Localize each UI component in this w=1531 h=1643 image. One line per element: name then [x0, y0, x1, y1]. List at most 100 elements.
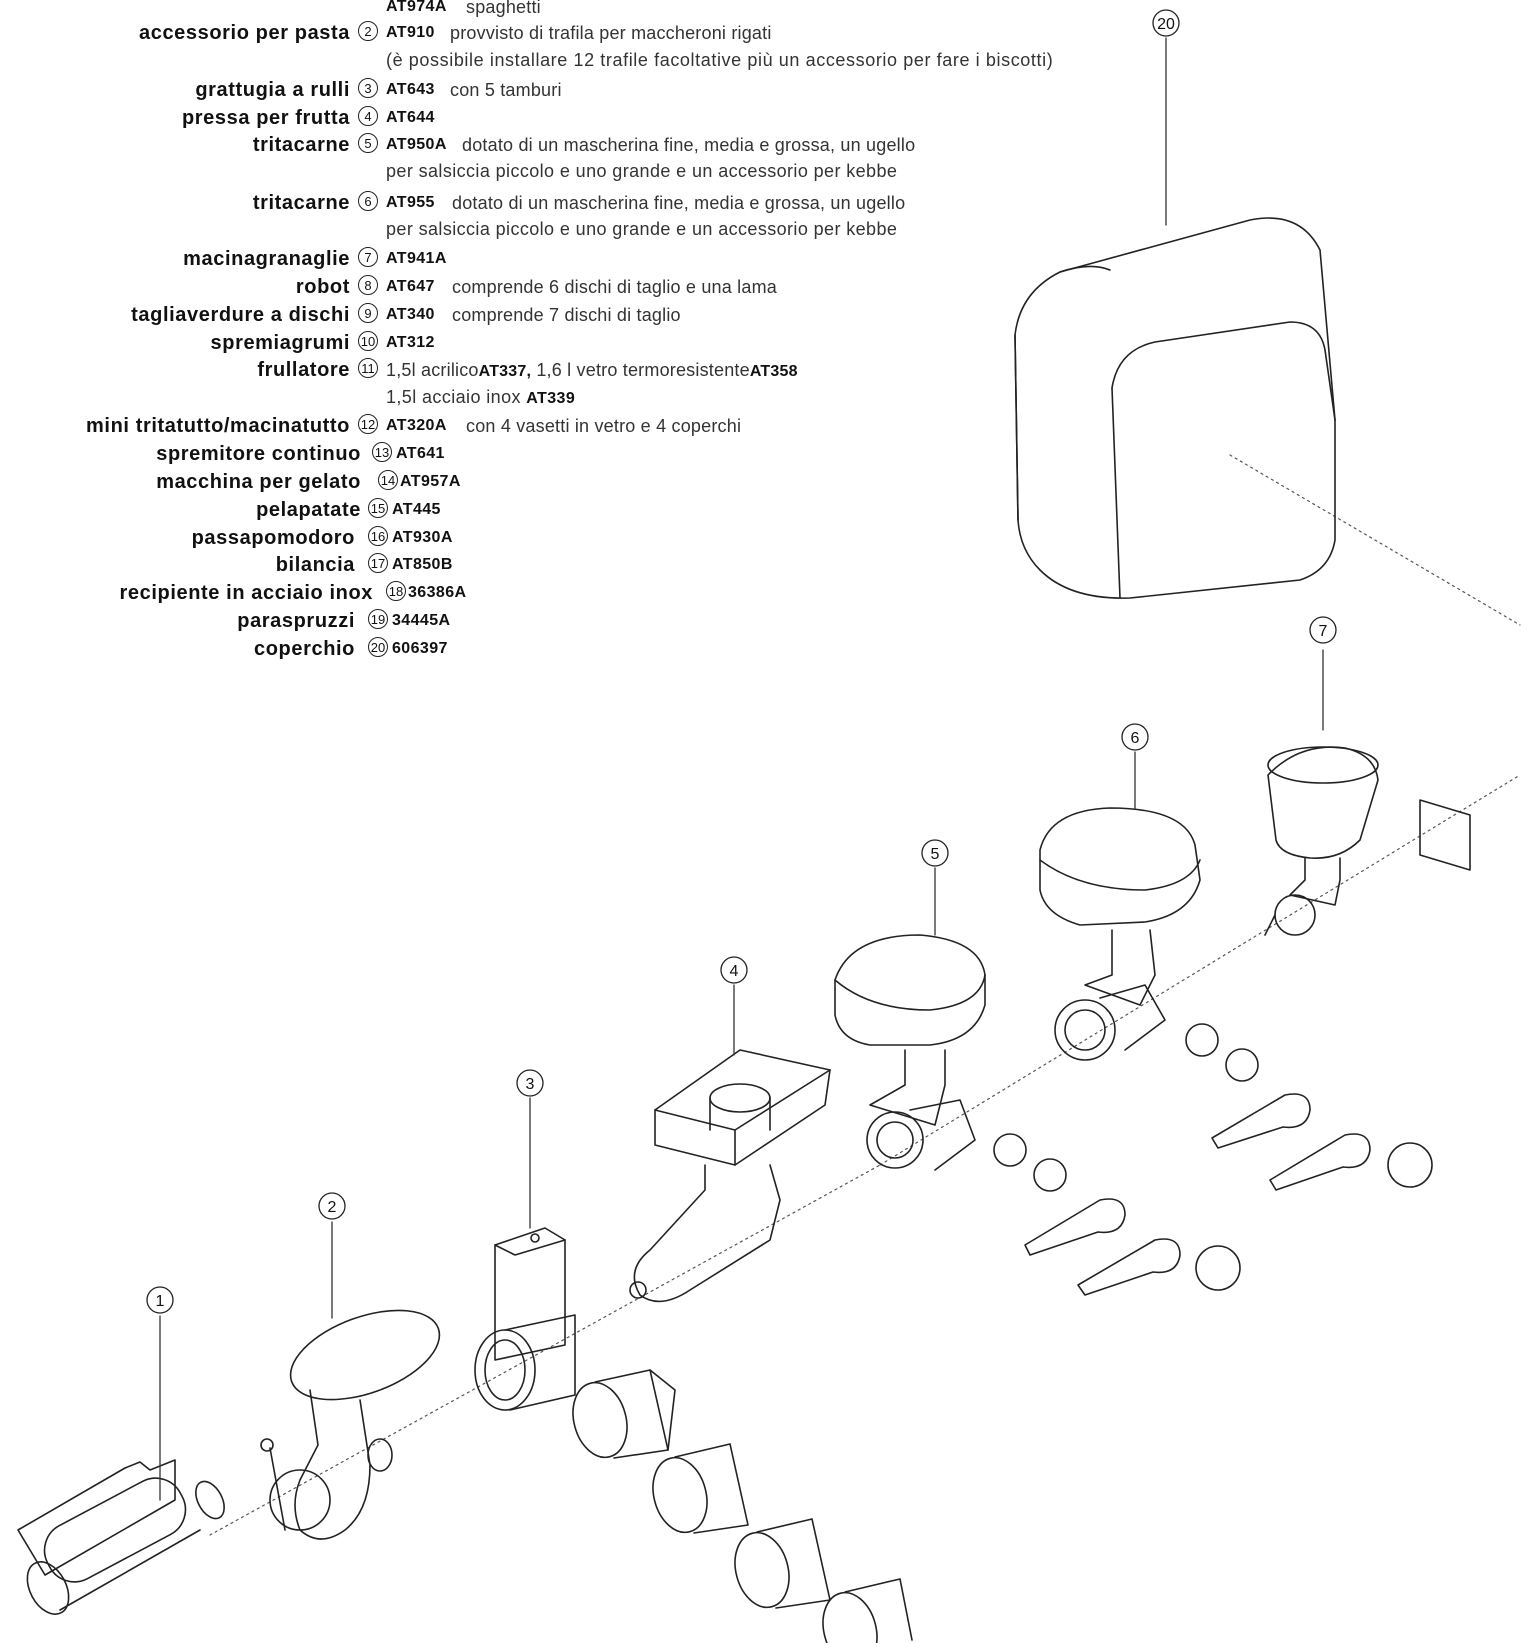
- callout-20-label: 20: [1157, 16, 1175, 33]
- item-number: 14: [378, 470, 398, 490]
- legend-row-mini-chopper: mini tritatutto/macinatutto 12 AT320A co…: [0, 413, 1531, 439]
- pasta-roller-illustration: [17, 1459, 225, 1615]
- item-label: paraspruzzi: [237, 610, 355, 632]
- item-code: AT850B: [392, 556, 453, 573]
- item-description: provvisto di trafila per maccheroni riga…: [450, 23, 772, 43]
- legend-row-blender: frullatore 11 1,5l acrilicoAT337, 1,6 l …: [0, 357, 1531, 383]
- item-description: con 5 tamburi: [450, 80, 562, 100]
- callout-1: 1: [146, 1286, 174, 1314]
- item-label: pelapatate: [256, 499, 361, 521]
- blender-glass: 1,6 l vetro termoresistente: [536, 360, 750, 380]
- item-number: 19: [368, 609, 388, 629]
- callout-2: 2: [318, 1192, 346, 1220]
- item-code: AT955: [386, 194, 435, 211]
- item-code: AT643: [386, 81, 435, 98]
- callout-3-label: 3: [526, 1076, 535, 1093]
- item-label: robot: [295, 276, 350, 298]
- item-description-continued: per salsiccia piccolo e uno grande e un …: [386, 161, 898, 181]
- item-code: 36386A: [408, 584, 467, 601]
- cover-illustration: [1014, 217, 1336, 599]
- item-code: AT941A: [386, 250, 447, 267]
- legend-row-splash-guard: paraspruzzi 19 34445A: [0, 608, 1531, 634]
- callout-20: 20: [1152, 9, 1180, 37]
- item-description: dotato di un mascherina fine, media e gr…: [462, 135, 916, 155]
- legend-row-mincer-6: tritacarne 6 AT955 dotato di un mascheri…: [0, 190, 1531, 216]
- mincer-5-illustration: [834, 934, 986, 1171]
- item-code-glass: AT358: [749, 363, 798, 380]
- grater-drums-illustration: [572, 1369, 913, 1643]
- legend-row-continuous-juicer: spremitore continuo 13 AT641: [0, 441, 1531, 467]
- item-number: 12: [358, 414, 378, 434]
- item-code: AT644: [386, 109, 435, 126]
- callout-4-label: 4: [730, 963, 739, 980]
- item-code-steel: AT339: [526, 390, 576, 407]
- item-description: dotato di un mascherina fine, media e gr…: [452, 193, 906, 213]
- item-code: AT647: [386, 278, 435, 295]
- item-number: 5: [358, 133, 378, 153]
- item-code: AT445: [392, 501, 441, 518]
- item-description-continued: 1,5l acciaio inox AT339: [386, 387, 575, 408]
- rotor-slicer-illustration: [474, 1227, 576, 1411]
- item-number: 11: [358, 358, 378, 378]
- item-code: AT312: [386, 334, 435, 351]
- fruit-press-illustration: [629, 1049, 831, 1303]
- item-number: 13: [372, 442, 392, 462]
- item-code: AT950A: [386, 136, 447, 153]
- item-label: accessorio per pasta: [139, 22, 350, 44]
- legend-row-tomato-press: passapomodoro 16 AT930A: [0, 525, 1531, 551]
- legend-row-grater: grattugia a rulli 3 AT643 con 5 tamburi: [0, 77, 1531, 103]
- item-number: 6: [358, 191, 378, 211]
- item-description: spaghetti: [466, 0, 541, 17]
- item-description: con 4 vasetti in vetro e 4 coperchi: [466, 416, 742, 436]
- mincer-6-illustration: [1039, 807, 1201, 1061]
- callout-5: 5: [921, 839, 949, 867]
- accessory-legend: AT974A spaghetti accessorio per pasta 2 …: [0, 0, 1531, 680]
- item-description-continued: per salsiccia piccolo e uno grande e un …: [386, 219, 898, 239]
- callout-5-label: 5: [931, 846, 940, 863]
- legend-row-mincer-5: tritacarne 5 AT950A dotato di un mascher…: [0, 132, 1531, 158]
- item-number: 10: [358, 331, 378, 351]
- item-code: 606397: [392, 640, 448, 657]
- legend-row-scale: bilancia 17 AT850B: [0, 552, 1531, 578]
- callout-leader-lines: [159, 37, 1324, 1501]
- pasta-maker-illustration: [260, 1309, 441, 1540]
- item-description: 1,5l acrilicoAT337, 1,6 l vetro termores…: [386, 360, 798, 381]
- item-code: AT340: [386, 306, 435, 323]
- item-label: tritacarne: [252, 192, 350, 214]
- item-number: 7: [358, 247, 378, 267]
- legend-row-juicer: spremiagrumi 10 AT312: [0, 330, 1531, 356]
- item-label: macchina per gelato: [156, 471, 361, 493]
- callout-6-label: 6: [1131, 730, 1140, 747]
- item-code: AT320A: [386, 417, 447, 434]
- item-code: AT974A: [386, 0, 447, 15]
- item-code: AT641: [396, 445, 445, 462]
- item-label: frullatore: [257, 359, 350, 381]
- item-label: grattugia a rulli: [195, 79, 350, 101]
- item-label: spremiagrumi: [210, 332, 350, 354]
- blender-steel: 1,5l acciaio inox: [386, 387, 521, 407]
- item-code: AT957A: [400, 473, 461, 490]
- legend-row-cover: coperchio 20 606397: [0, 636, 1531, 662]
- legend-row-fruit-press: pressa per frutta 4 AT644: [0, 105, 1531, 131]
- legend-row-peeler: pelapatate 15 AT445: [0, 497, 1531, 523]
- item-description: comprende 6 dischi di taglio e una lama: [452, 277, 777, 297]
- legend-row-bowl: recipiente in acciaio inox 18 36386A: [0, 580, 1531, 606]
- item-description-continued: (è possibile installare 12 trafile facol…: [386, 50, 1054, 70]
- grain-mill-illustration: [1264, 746, 1379, 936]
- item-number: 4: [358, 106, 378, 126]
- item-number: 8: [358, 275, 378, 295]
- item-number: 9: [358, 303, 378, 323]
- item-code: AT930A: [392, 529, 453, 546]
- callout-2-label: 2: [328, 1199, 337, 1216]
- legend-row-ice-cream: macchina per gelato 14 AT957A: [0, 469, 1531, 495]
- item-label: macinagranaglie: [183, 248, 350, 270]
- callout-6: 6: [1121, 723, 1149, 751]
- item-code: 34445A: [392, 612, 451, 629]
- item-code: AT910: [386, 24, 435, 41]
- item-number: 16: [368, 526, 388, 546]
- item-description: comprende 7 dischi di taglio: [452, 305, 681, 325]
- blender-acrylic: 1,5l acrilico: [386, 360, 479, 380]
- item-code-acrylic: AT337,: [478, 363, 532, 380]
- callout-3: 3: [516, 1069, 544, 1097]
